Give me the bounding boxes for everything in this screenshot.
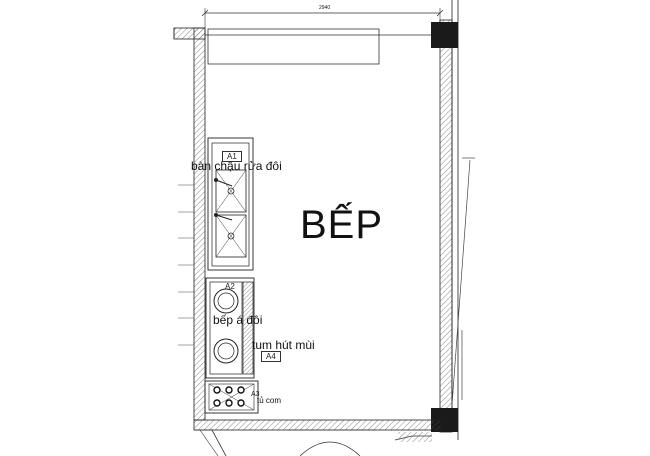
- left-wall: [173, 27, 206, 421]
- equipment-code-a2: A2: [225, 282, 235, 291]
- label-range-hood: tum hút mùi: [252, 338, 315, 352]
- label-rice-cabinet: tủ com: [257, 396, 282, 405]
- dimension-line: [201, 8, 444, 30]
- dimension-label: 2940: [319, 5, 331, 11]
- right-wall: [431, 0, 459, 440]
- equipment-code-a4: A4: [261, 351, 281, 362]
- wall-shelf: [205, 28, 431, 65]
- double-sink-counter: [207, 137, 254, 271]
- label-double-sink: bàn chậu rửa đôi: [191, 159, 282, 173]
- double-stove: [205, 277, 255, 379]
- bottom-wall: [193, 419, 441, 456]
- label-double-stove: bếp á đôi: [213, 313, 263, 327]
- equipment-code-a1: A1: [222, 151, 242, 162]
- room-title: BẾP: [300, 203, 384, 247]
- exterior-ticks: [178, 184, 194, 346]
- equipment-code-a3: A3: [251, 391, 260, 398]
- rice-cabinet: [204, 380, 259, 414]
- window-detail: [451, 157, 475, 406]
